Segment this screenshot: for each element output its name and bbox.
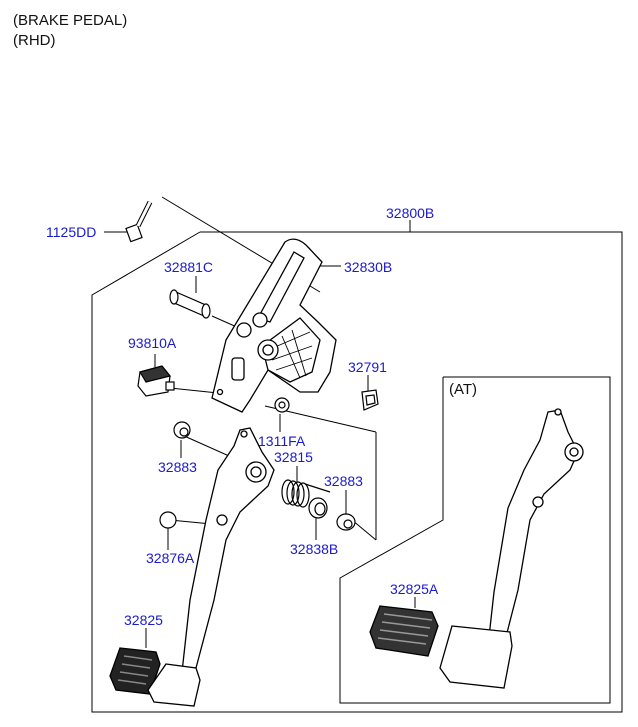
bushing-icon (173, 421, 191, 439)
diagram-title: (BRAKE PEDAL) (13, 12, 128, 29)
part-label-32881C[interactable]: 32881C (164, 259, 213, 275)
return-spring-icon (281, 479, 331, 508)
inset-label: (AT) (449, 381, 477, 398)
pedal-bracket-icon (211, 238, 337, 413)
diagram-subtitle: (RHD) (13, 32, 56, 49)
part-label-32830B[interactable]: 32830B (344, 259, 392, 275)
part-label-32838B[interactable]: 32838B (290, 541, 338, 557)
part-label-32883-right[interactable]: 32883 (324, 473, 363, 489)
nut-icon (274, 397, 290, 413)
part-label-32876A[interactable]: 32876A (146, 550, 195, 566)
part-label-32815[interactable]: 32815 (274, 449, 313, 465)
assembly-frame (91, 231, 623, 713)
stopper-icon (159, 511, 177, 529)
part-label-32791[interactable]: 32791 (348, 359, 387, 375)
inset-frame (339, 376, 611, 704)
bushing-icon (336, 513, 356, 531)
part-label-93810A[interactable]: 93810A (128, 335, 177, 351)
pivot-pin-icon (169, 289, 211, 319)
stop-lamp-switch-icon (137, 365, 175, 397)
pedal-pad-icon (109, 647, 201, 707)
at-pedal-arm-icon (485, 408, 584, 665)
part-label-32825A[interactable]: 32825A (390, 581, 439, 597)
part-label-1311FA[interactable]: 1311FA (258, 433, 306, 449)
part-label-32883-left[interactable]: 32883 (158, 459, 197, 475)
bolt-icon (125, 200, 153, 243)
part-label-32800B[interactable]: 32800B (386, 205, 434, 221)
collar-icon (308, 497, 328, 519)
brake-pedal-arm-icon (181, 427, 275, 673)
clip-icon (361, 389, 379, 411)
part-label-1125DD[interactable]: 1125DD (46, 224, 96, 240)
part-label-32825[interactable]: 32825 (124, 612, 163, 628)
at-pedal-pad-icon (369, 605, 513, 689)
